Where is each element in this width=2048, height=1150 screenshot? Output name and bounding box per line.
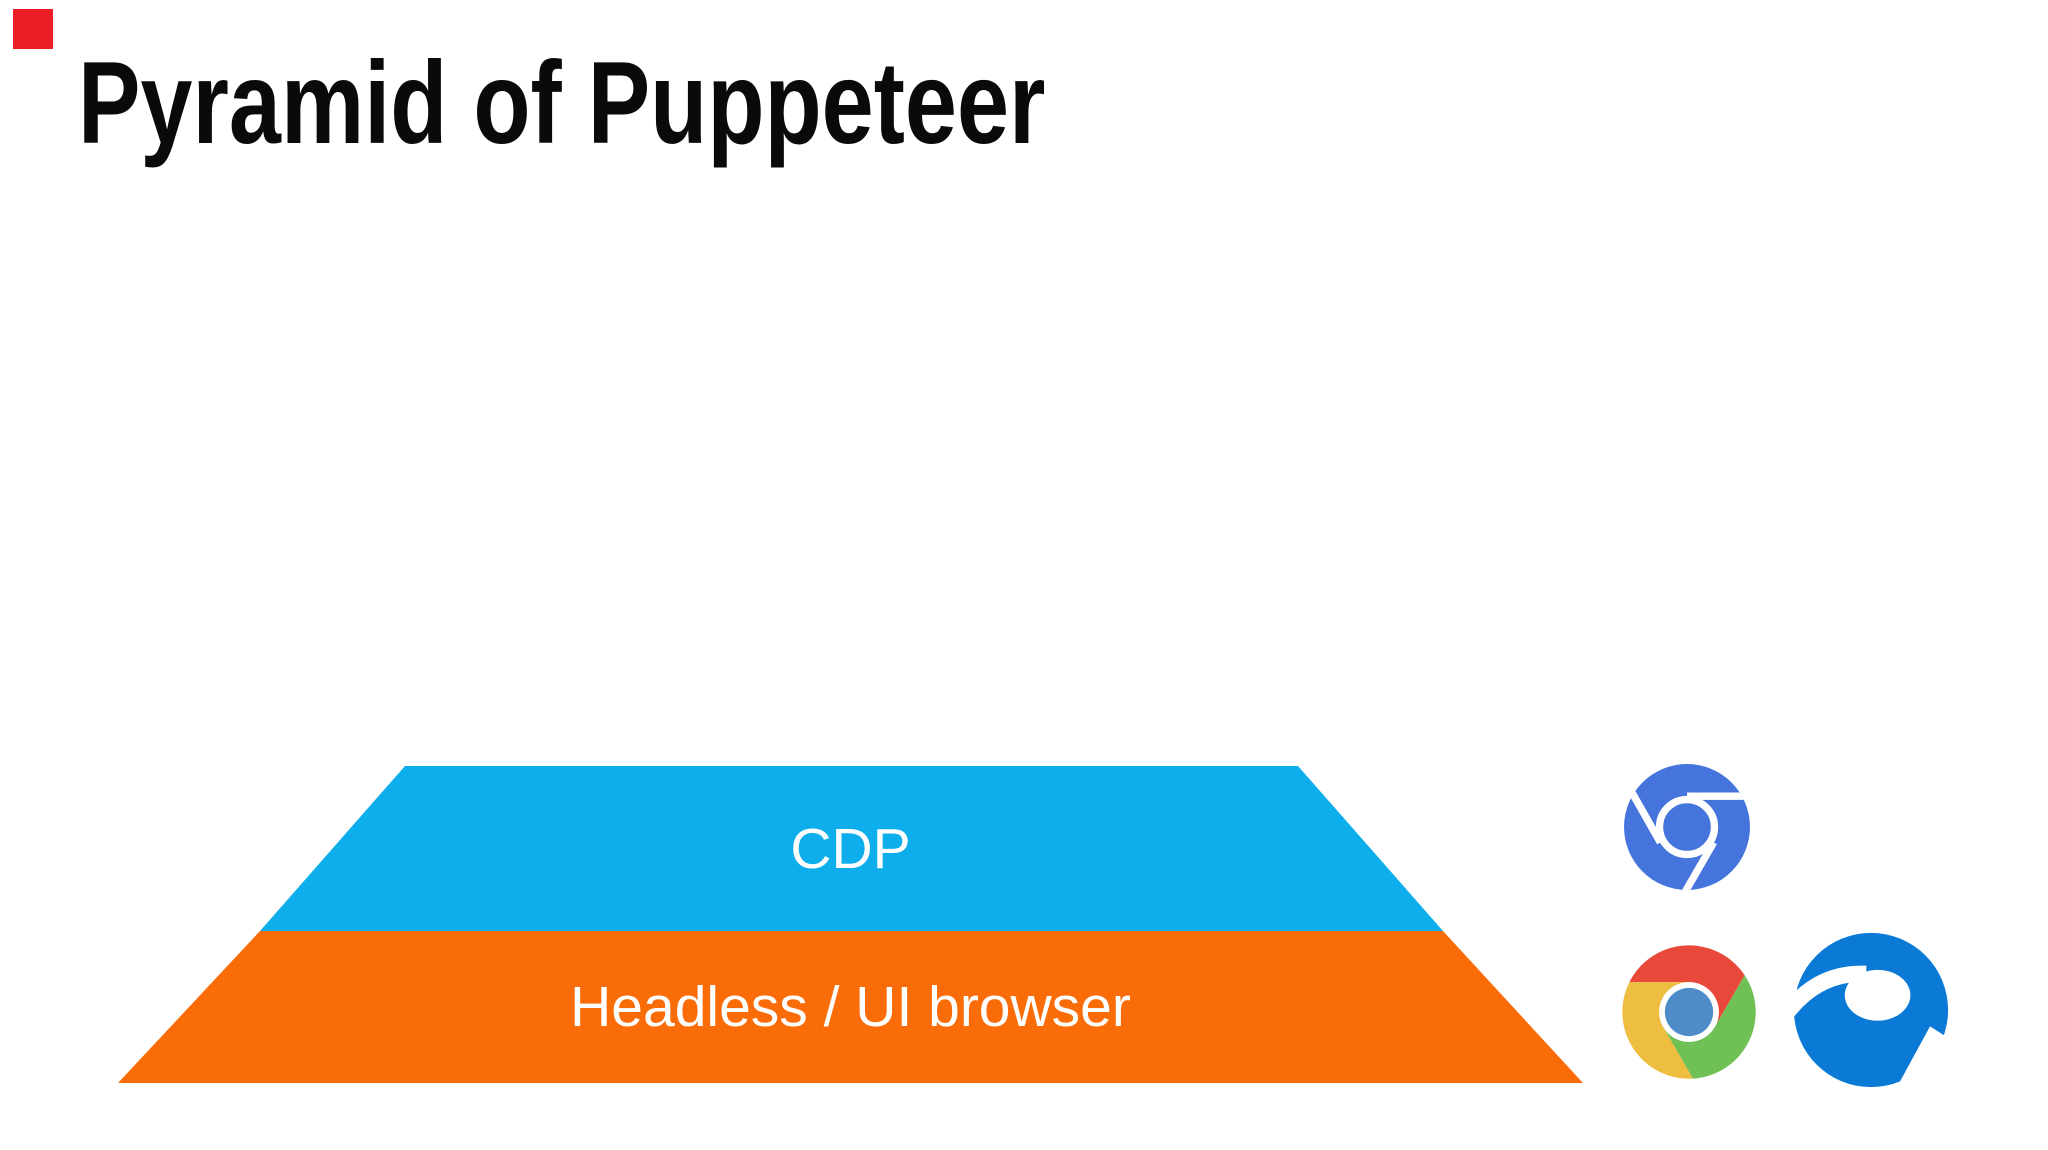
pyramid-layer-browser-label: Headless / UI browser [570,975,1131,1039]
slide-title: Pyramid of Puppeteer [78,37,1046,168]
pyramid-layer-cdp: CDP [260,766,1443,931]
pyramid-layer-cdp-label: CDP [790,816,911,881]
chrome-icon [1622,945,1756,1079]
edge-icon [1788,932,1949,1092]
pyramid-layer-browser: Headless / UI browser [118,931,1583,1083]
chromium-icon [1624,764,1750,890]
red-square-marker [13,9,53,49]
